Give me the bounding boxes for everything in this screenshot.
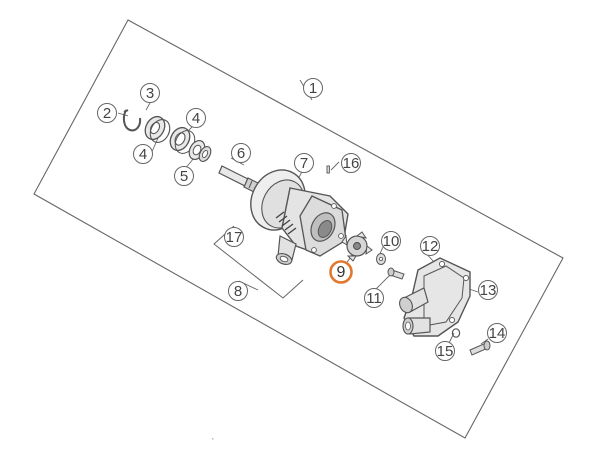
part-seal-4a <box>169 126 196 154</box>
callout-circle <box>435 341 455 361</box>
callout-number: 4 <box>192 110 200 127</box>
callout-c13: 13 <box>478 280 498 300</box>
callout-c11: 11 <box>364 288 384 308</box>
part-bolt-14 <box>469 340 491 356</box>
part-impeller-9 <box>341 231 373 262</box>
callout-c15: 15 <box>435 341 455 361</box>
callout-number: 8 <box>234 283 242 300</box>
callout-c14: 14 <box>487 323 507 343</box>
callout-c5: 5 <box>174 166 194 186</box>
callout-circle <box>140 83 160 103</box>
callout-circle <box>231 143 251 163</box>
callout-number: 16 <box>343 155 360 172</box>
callout-number: 11 <box>366 290 382 307</box>
callout-number: 1 <box>309 80 317 97</box>
part-screw-11 <box>387 267 405 280</box>
diagram-frame <box>33 19 564 439</box>
callout-number: 7 <box>300 155 308 172</box>
callout-circle <box>294 153 314 173</box>
callout-c4a: 4 <box>186 108 206 128</box>
callout-circle <box>224 227 244 247</box>
callout-c7: 7 <box>294 153 314 173</box>
callout-number: 4 <box>139 146 147 163</box>
callout-circle <box>329 260 353 284</box>
callout-number: 3 <box>146 85 154 102</box>
callout-number: 2 <box>103 105 111 122</box>
callout-circle <box>228 281 248 301</box>
callout-circle <box>364 288 384 308</box>
part-oring-15 <box>451 328 461 338</box>
callout-number: 14 <box>489 325 506 342</box>
callout-circle <box>381 231 401 251</box>
callout-circle <box>133 144 153 164</box>
callout-c16: 16 <box>341 153 361 173</box>
callout-circle <box>487 323 507 343</box>
part-pump-cover <box>399 257 471 337</box>
part-shaft-6 <box>218 165 263 195</box>
callout-c10: 10 <box>381 231 401 251</box>
callout-c8: 8 <box>228 281 248 301</box>
callout-c3: 3 <box>140 83 160 103</box>
callout-circle <box>420 236 440 256</box>
callout-circle <box>303 78 323 98</box>
callout-c12: 12 <box>420 236 440 256</box>
callout-circle <box>97 103 117 123</box>
callout-c6: 6 <box>231 143 251 163</box>
callout-circle <box>341 153 361 173</box>
part-washer-5 <box>198 146 212 162</box>
part-circlip <box>122 109 142 132</box>
bracket-8 <box>213 225 304 299</box>
callout-number: 13 <box>480 282 497 299</box>
callout-c4b: 4 <box>133 144 153 164</box>
part-bearing-3 <box>144 115 171 143</box>
callout-circle <box>174 166 194 186</box>
callout-c9-highlighted: 9 <box>329 260 353 284</box>
callout-c2: 2 <box>97 103 117 123</box>
callout-number: 10 <box>383 233 400 250</box>
callout-number: 5 <box>180 168 188 185</box>
stray-mark <box>212 438 214 440</box>
part-pump-housing <box>250 169 349 265</box>
callout-number: 6 <box>237 145 245 162</box>
callout-c1: 1 <box>303 78 323 98</box>
callout-number: 17 <box>226 229 243 246</box>
part-washer-10 <box>376 253 386 265</box>
callout-c17: 17 <box>224 227 244 247</box>
callout-number: 9 <box>337 264 346 281</box>
callout-circle <box>478 280 498 300</box>
callout-circle <box>186 108 206 128</box>
callout-number: 12 <box>422 238 439 255</box>
part-pin-16 <box>326 165 330 174</box>
callout-number: 15 <box>437 343 454 360</box>
